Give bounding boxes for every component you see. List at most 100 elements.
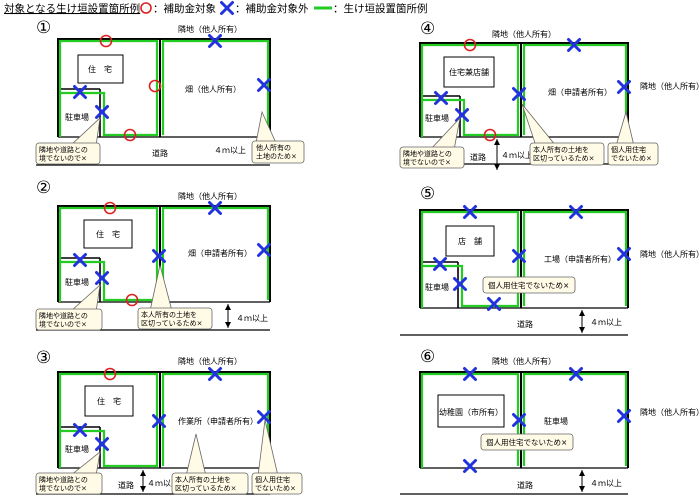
building [83, 219, 133, 249]
field-label: 作業所（申請者所有） [178, 416, 258, 426]
note-box [251, 472, 303, 495]
right-neighbor-label: 隣地（他人所有） [640, 249, 700, 259]
note-box [137, 307, 213, 330]
ineligible-cross-icon [463, 459, 477, 473]
panel-4: ④ 隣地（他人所有） 住宅兼店舗 駐車場 畑（申請者所有） 隣地（他人所有） 道… [399, 19, 700, 170]
note-box [35, 472, 103, 495]
note-text: 他人所有の土地のため× [256, 143, 297, 161]
ineligible-cross-icon [433, 257, 447, 271]
panel-3: ③ 隣地（他人所有） 住 宅 駐車場 作業所（申請者所有） 道路 ４ｍ以上 隣地… [35, 348, 303, 495]
hedge-line [58, 372, 159, 468]
parking-label: 駐車場 [65, 112, 89, 122]
building [84, 385, 134, 417]
panel-6: ⑥ 隣地（他人所有） 幼稚園（市所有） 駐車場 隣地（他人所有） 個人用住宅でな… [400, 347, 700, 495]
note-text: 本人所有の土地を区切っているため× [175, 475, 237, 493]
panel-number: ① [36, 18, 51, 38]
field-label: 畑（申請者所有） [548, 87, 612, 97]
note-box [171, 472, 249, 495]
ineligible-cross-icon [73, 253, 87, 267]
note-text: 個人用住宅でないため× [486, 437, 567, 447]
note-box [482, 276, 576, 294]
panel-number: ③ [36, 348, 51, 368]
note-text: 隣地や道路との境でないので× [403, 149, 452, 167]
note-box [529, 142, 605, 166]
field-label: 畑（申請者所有） [188, 248, 252, 258]
panel-number: ⑤ [420, 184, 435, 204]
right-neighbor-label: 隣地（他人所有） [640, 81, 700, 91]
note-text: 個人用住宅でないため× [488, 280, 569, 290]
building [437, 394, 505, 428]
building [445, 225, 495, 257]
parking-label: 駐車場 [425, 282, 449, 292]
ineligible-cross-icon [455, 108, 469, 122]
page-title: 対象となる生け垣設置箇所例 [4, 2, 140, 15]
ineligible-cross-icon [453, 277, 467, 291]
legend-cross-icon [220, 1, 234, 15]
hedge-line [420, 210, 520, 308]
hedge-line [522, 372, 628, 466]
eligible-circle-icon [148, 79, 162, 93]
building-label: 幼稚園（市所有） [439, 407, 503, 417]
road-label: 道路 [470, 152, 486, 162]
ineligible-cross-icon [95, 271, 109, 285]
panel-number: ② [36, 178, 51, 198]
hedge-line [58, 39, 159, 137]
building-label: 住 宅 [88, 64, 112, 74]
legend-line-label: ：生け垣設置箇所例 [333, 2, 428, 15]
note-text: 隣地や道路との境でないので× [39, 475, 88, 493]
distance-label: ４ｍ以上 [501, 151, 533, 160]
legend-circle-icon [140, 2, 152, 14]
field-label: 工場（申請者所有） [544, 254, 616, 264]
distance-label: ４ｍ以上 [214, 146, 246, 155]
note-text: 本人所有の土地を区切っているため× [141, 310, 203, 328]
panel-5: ⑤ 店 舗 駐車場 工場（申請者所有） 隣地（他人所有） 個人用住宅でないため×… [400, 184, 700, 336]
field-label: 畑（他人所有） [185, 84, 241, 94]
building [77, 54, 124, 84]
top-neighbor-label: 隣地（他人所有） [492, 29, 556, 39]
legend-cross-label: ：補助金対象外 [235, 2, 309, 15]
legend-circle-label: ：補助金対象 [153, 2, 216, 15]
distance-label: ４ｍ以上 [590, 479, 622, 488]
ineligible-cross-icon [95, 437, 109, 451]
note-text: 個人用住宅でないため× [255, 475, 296, 493]
note-box [251, 140, 305, 164]
top-neighbor-label: 隣地（他人所有） [178, 356, 242, 366]
note-text: 個人用住宅でないため× [611, 145, 652, 163]
distance-label: ４ｍ以上 [236, 314, 268, 323]
note-box [399, 146, 465, 169]
parking-label: 駐車場 [65, 444, 89, 454]
panel-number: ④ [420, 19, 435, 39]
panel-number: ⑥ [420, 347, 435, 367]
right-neighbor-label: 隣地（他人所有） [640, 407, 700, 417]
road-label: 道路 [118, 480, 134, 490]
parking-label: 駐車場 [425, 113, 449, 123]
top-neighbor-label: 隣地（他人所有） [178, 24, 242, 34]
building-label: 住 宅 [96, 229, 120, 239]
road-label: 道路 [152, 148, 168, 158]
parking-label: 駐車場 [65, 277, 89, 287]
ineligible-cross-icon [95, 105, 109, 119]
building-label: 店 舗 [458, 236, 482, 246]
panel-1: ① 隣地（他人所有） 住 宅 駐車場 畑（他人所有） 道路 ４ｍ以上 隣地 [35, 18, 305, 166]
note-text: 本人所有の土地を区切っているため× [533, 145, 595, 163]
road-label: 道路 [517, 319, 533, 329]
lot-boundary [57, 371, 271, 468]
building-label: 住宅兼店舗 [449, 67, 489, 77]
building-label: 住 宅 [97, 396, 121, 406]
note-box [35, 308, 103, 331]
note-box [480, 433, 574, 451]
distance-label: ４ｍ以上 [590, 318, 622, 327]
road-label: 道路 [517, 480, 533, 490]
ineligible-cross-icon [434, 91, 448, 105]
top-neighbor-label: 隣地（他人所有） [492, 356, 556, 366]
note-box [607, 142, 659, 166]
lot-boundary [57, 38, 271, 137]
distance-label: ４ｍ以上 [147, 479, 179, 488]
hedge-line [420, 43, 520, 137]
field-label: 駐車場 [544, 416, 568, 426]
building [443, 56, 495, 88]
top-neighbor-label: 隣地（他人所有） [178, 191, 242, 201]
note-text: 隣地や道路との境でないので× [39, 311, 88, 329]
panel-2: ② 隣地（他人所有） 住 宅 駐車場 畑（申請者所有） ４ｍ以上 隣地や道路との… [35, 178, 271, 331]
